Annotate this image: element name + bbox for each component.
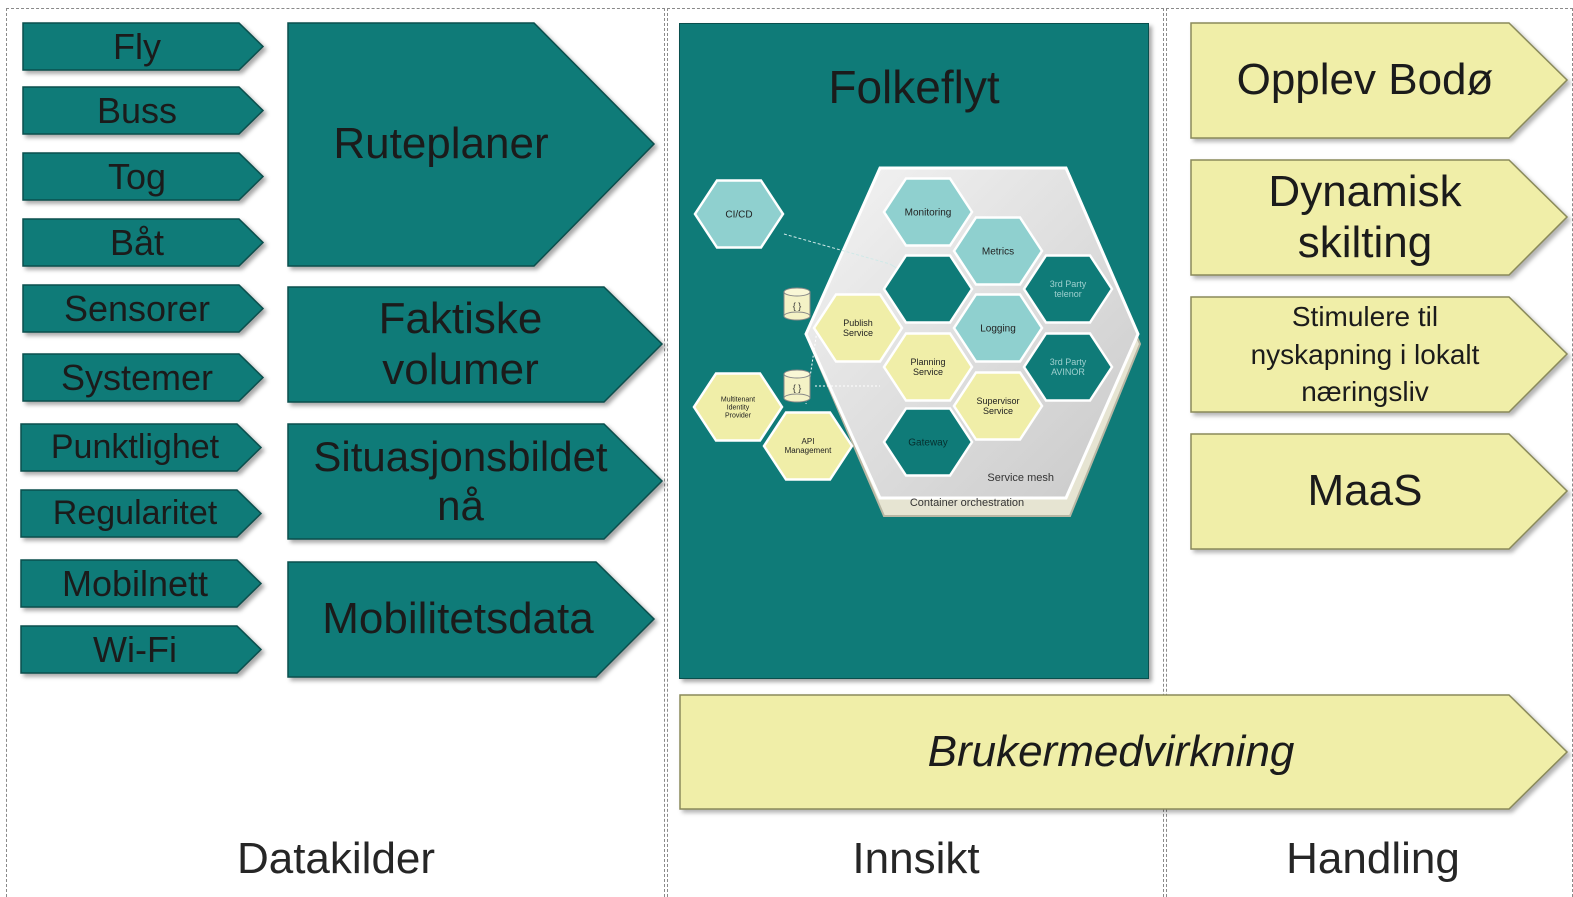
category-ruteplaner: Ruteplaner xyxy=(287,22,656,267)
source-label: Systemer xyxy=(60,356,214,398)
action-opplev-label: Opplev Bodø xyxy=(1236,55,1494,105)
svg-text:Service: Service xyxy=(913,367,943,377)
action-opplev-bodo: Opplev Bodø xyxy=(1190,22,1569,139)
source-label: Mobilnett xyxy=(61,562,209,604)
source-label: Regularitet xyxy=(52,493,218,532)
source-fly: Fly xyxy=(22,22,265,71)
svg-text:Monitoring: Monitoring xyxy=(905,207,952,218)
svg-text:Management: Management xyxy=(785,446,832,455)
source-wi-fi: Wi-Fi xyxy=(20,625,263,674)
container-orchestration-label: Container orchestration xyxy=(910,497,1024,509)
source-systemer: Systemer xyxy=(22,353,265,402)
source-regularitet: Regularitet xyxy=(20,489,263,538)
action-maas-label: MaaS xyxy=(1307,466,1423,516)
svg-text:Identity: Identity xyxy=(727,404,750,411)
column-heading-handling: Handling xyxy=(1286,834,1460,883)
svg-text:CI/CD: CI/CD xyxy=(725,209,752,220)
svg-text:3rd Party: 3rd Party xyxy=(1050,357,1087,367)
svg-text:AVINOR: AVINOR xyxy=(1051,367,1085,377)
action-stimulere-line3: næringsliv xyxy=(1301,376,1429,408)
svg-text:telenor: telenor xyxy=(1054,289,1082,299)
action-dynamisk-line1: Dynamisk xyxy=(1268,166,1462,216)
user-involvement-label: Brukermedvirkning xyxy=(927,726,1295,776)
metrics-hex: Metrics xyxy=(952,216,1044,286)
cicd-hex: CI/CD xyxy=(693,179,785,249)
source-punktlighet: Punktlighet xyxy=(20,423,263,472)
source-sensorer: Sensorer xyxy=(22,284,265,333)
source-label: Buss xyxy=(96,89,178,131)
category-situasjon-line1: Situasjonsbildet xyxy=(313,433,608,481)
svg-text:Provider: Provider xyxy=(725,412,752,419)
column-datakilder-border xyxy=(6,8,665,897)
svg-text:Multitenant: Multitenant xyxy=(721,396,755,403)
source-buss: Buss xyxy=(22,86,265,135)
user-involvement-arrow: Brukermedvirkning xyxy=(679,694,1569,810)
database-icon: { } xyxy=(783,369,811,403)
action-stimulere-line2: nyskapning i lokalt xyxy=(1250,338,1480,370)
source-label: Tog xyxy=(107,155,167,197)
source-label: Wi-Fi xyxy=(93,628,177,670)
logging-hex: Logging xyxy=(952,293,1044,363)
action-dynamisk-line2: skilting xyxy=(1297,217,1433,267)
category-ruteplaner-label: Ruteplaner xyxy=(333,119,549,169)
action-dynamisk-skilting: Dynamisk skilting xyxy=(1190,159,1569,276)
empty-hex xyxy=(882,254,974,324)
svg-text:Metrics: Metrics xyxy=(982,246,1014,257)
category-mobilitetsdata-label: Mobilitetsdata xyxy=(322,594,594,644)
category-faktiske-volumer: Faktiske volumer xyxy=(287,286,664,403)
source-label: Båt xyxy=(109,221,165,263)
action-maas: MaaS xyxy=(1190,433,1569,550)
column-heading-innsikt: Innsikt xyxy=(852,834,980,883)
column-heading-datakilder: Datakilder xyxy=(236,834,436,883)
source-tog: Tog xyxy=(22,152,265,201)
source-label: Sensorer xyxy=(63,287,211,329)
source-mobilnett: Mobilnett xyxy=(20,559,263,608)
category-mobilitetsdata: Mobilitetsdata xyxy=(287,561,656,678)
source-b-t: Båt xyxy=(22,218,265,267)
svg-text:Gateway: Gateway xyxy=(908,437,947,448)
category-faktiske-line2: volumer xyxy=(382,344,539,394)
database-icon: { } xyxy=(783,287,811,321)
svg-text:Service: Service xyxy=(983,406,1013,416)
action-stimulere: Stimulere til nyskapning i lokalt næring… xyxy=(1190,296,1569,413)
folkeflyt-title: Folkeflyt xyxy=(828,61,1000,113)
svg-text:{ }: { } xyxy=(793,383,802,393)
category-situasjon-line2: nå xyxy=(437,481,484,529)
source-label: Fly xyxy=(113,25,161,67)
service-mesh-label: Service mesh xyxy=(987,472,1054,484)
svg-text:Service: Service xyxy=(843,328,873,338)
svg-text:API: API xyxy=(802,437,815,446)
monitoring-hex: Monitoring xyxy=(882,177,974,247)
action-stimulere-line1: Stimulere til xyxy=(1291,300,1439,332)
category-situasjonsbildet: Situasjonsbildet nå xyxy=(287,423,664,540)
svg-text:{ }: { } xyxy=(793,301,802,311)
svg-text:Supervisor: Supervisor xyxy=(976,396,1019,406)
source-label: Punktlighet xyxy=(50,427,220,466)
column-innsikt-border xyxy=(667,8,1164,897)
svg-text:Logging: Logging xyxy=(980,323,1016,334)
gateway-hex: Gateway xyxy=(882,407,974,477)
svg-text:Publish: Publish xyxy=(843,318,873,328)
svg-text:3rd Party: 3rd Party xyxy=(1050,279,1087,289)
category-faktiske-line1: Faktiske xyxy=(378,293,543,343)
svg-text:Planning: Planning xyxy=(910,357,945,367)
